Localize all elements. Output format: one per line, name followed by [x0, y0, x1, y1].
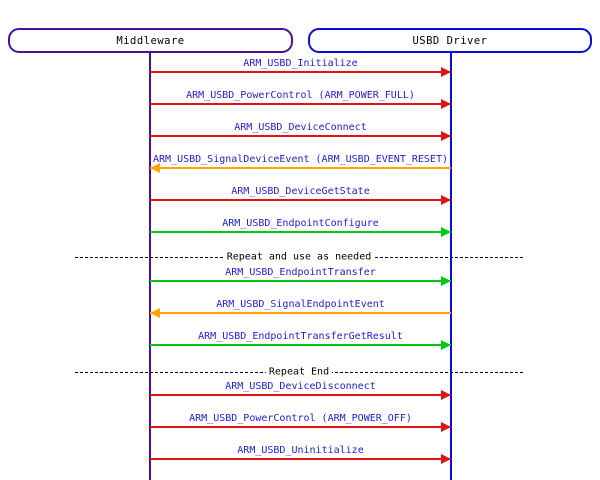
arrowhead-right-icon [441, 99, 451, 109]
arrowhead-left-icon [150, 163, 160, 173]
message-label: ARM_USBD_EndpointConfigure [222, 218, 379, 229]
arrowhead-right-icon [441, 67, 451, 77]
arrowhead-right-icon [441, 454, 451, 464]
message-label: ARM_USBD_DeviceConnect [234, 122, 367, 133]
message-line [150, 344, 451, 346]
arrowhead-right-icon [441, 276, 451, 286]
message-label: ARM_USBD_PowerControl (ARM_POWER_OFF) [189, 413, 412, 424]
arrowhead-right-icon [441, 422, 451, 432]
message-label: ARM_USBD_Uninitialize [237, 445, 364, 456]
message-label: ARM_USBD_EndpointTransferGetResult [198, 331, 403, 342]
actor-label-usbd-driver: USBD Driver [412, 34, 488, 47]
message-line [150, 312, 451, 314]
divider-label: Repeat and use as needed [223, 251, 375, 264]
arrowhead-right-icon [441, 340, 451, 350]
message-label: ARM_USBD_SignalEndpointEvent [216, 299, 385, 310]
message-line [150, 394, 451, 396]
message-line [150, 71, 451, 73]
message-line [150, 426, 451, 428]
message-line [150, 135, 451, 137]
message-label: ARM_USBD_DeviceDisconnect [225, 381, 376, 392]
arrowhead-right-icon [441, 131, 451, 141]
message-label: ARM_USBD_SignalDeviceEvent (ARM_USBD_EVE… [152, 154, 448, 165]
message-line [150, 231, 451, 233]
message-line [150, 280, 451, 282]
section-divider: Repeat End [75, 366, 523, 379]
arrowhead-right-icon [441, 390, 451, 400]
message-label: ARM_USBD_DeviceGetState [231, 186, 370, 197]
message-line [150, 199, 451, 201]
lifeline-usbd-driver [450, 53, 452, 480]
lifeline-middleware [149, 53, 151, 480]
arrowhead-left-icon [150, 308, 160, 318]
message-label: ARM_USBD_PowerControl (ARM_POWER_FULL) [186, 90, 415, 101]
message-label: ARM_USBD_Initialize [243, 58, 358, 69]
message-line [150, 103, 451, 105]
arrowhead-right-icon [441, 227, 451, 237]
message-line [150, 458, 451, 460]
divider-label: Repeat End [265, 366, 333, 379]
actor-box-middleware: Middleware [8, 28, 293, 53]
section-divider: Repeat and use as needed [75, 251, 523, 264]
message-label: ARM_USBD_EndpointTransfer [225, 267, 376, 278]
actor-label-middleware: Middleware [116, 34, 185, 47]
message-line [150, 167, 451, 169]
actor-box-usbd-driver: USBD Driver [308, 28, 592, 53]
arrowhead-right-icon [441, 195, 451, 205]
